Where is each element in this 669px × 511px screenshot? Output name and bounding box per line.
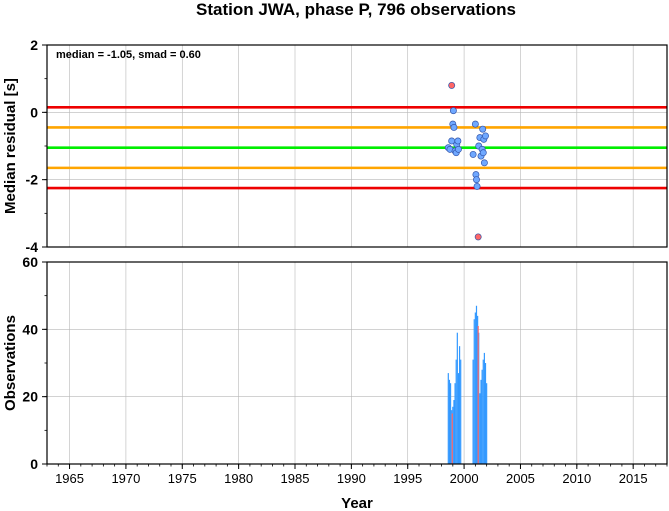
observations-panel: 0 20 40 60 1965 1970 1975 1980 1985 1990 1995 2000… bbox=[2, 254, 668, 511]
x-tick-label: 2010 bbox=[562, 471, 591, 486]
x-tick-label: 1995 bbox=[393, 471, 422, 486]
x-tick-label: 1965 bbox=[55, 471, 84, 486]
residual-plot-area bbox=[47, 45, 667, 247]
x-tick-label: 1980 bbox=[224, 471, 253, 486]
x-tick-label: 1990 bbox=[337, 471, 366, 486]
residual-panel: -4 -2 0 2 median = -1.05, smad = 0.60 Media… bbox=[2, 37, 668, 255]
residual-point bbox=[482, 132, 489, 140]
observations-frame bbox=[46, 261, 668, 465]
observation-bar bbox=[453, 400, 455, 464]
residual-point bbox=[479, 149, 487, 157]
x-tick-label: 1985 bbox=[281, 471, 310, 486]
observation-bar bbox=[472, 359, 474, 464]
residual-points bbox=[444, 81, 489, 241]
observation-bars bbox=[447, 305, 488, 464]
observation-bar bbox=[474, 312, 476, 464]
residual-point bbox=[474, 233, 482, 241]
observation-bar bbox=[480, 379, 482, 464]
observation-bar bbox=[484, 363, 487, 464]
observation-bar bbox=[481, 369, 483, 464]
observation-bar bbox=[448, 379, 451, 464]
observation-bar bbox=[477, 325, 479, 464]
residual-point bbox=[448, 81, 456, 89]
residual-point bbox=[449, 107, 457, 115]
x-tick-label: 1970 bbox=[111, 471, 140, 486]
observation-bar bbox=[457, 373, 460, 464]
observations-y-tick-label: 60 bbox=[22, 254, 38, 270]
residual-frame bbox=[46, 44, 668, 248]
observations-y-axis-label: Observations bbox=[2, 315, 19, 411]
observation-bar bbox=[454, 383, 456, 464]
observation-bar bbox=[460, 359, 462, 464]
residual-point bbox=[469, 150, 477, 158]
year-x-ticks: 1965 1970 1975 1980 1985 1990 1995 2000 2005 2010… bbox=[46, 464, 668, 486]
observation-bar bbox=[451, 413, 453, 464]
observations-y-tick-label: 20 bbox=[22, 389, 38, 405]
observations-y-tick-label: 0 bbox=[30, 456, 38, 472]
residual-point bbox=[455, 145, 462, 153]
residual-y-axis-label: Median residual [s] bbox=[2, 78, 19, 214]
observation-bar bbox=[486, 383, 488, 464]
residual-y-tick-label: -4 bbox=[26, 239, 39, 255]
observations-plot-area bbox=[47, 262, 667, 464]
residual-point bbox=[480, 159, 488, 167]
observation-bar bbox=[449, 383, 452, 464]
residual-point bbox=[479, 125, 487, 133]
residual-point bbox=[454, 137, 462, 145]
observation-bar bbox=[479, 393, 481, 464]
x-tick-label: 2000 bbox=[450, 471, 479, 486]
x-tick-label: 2005 bbox=[506, 471, 535, 486]
chart-title: Station JWA, phase P, 796 observations bbox=[196, 0, 516, 19]
observations-y-tick-label: 40 bbox=[22, 321, 38, 337]
residual-point bbox=[450, 124, 458, 131]
observation-bar bbox=[483, 352, 485, 464]
year-x-axis-label: Year bbox=[341, 495, 373, 511]
residual-point bbox=[471, 120, 479, 128]
observation-bar bbox=[456, 332, 458, 464]
residual-y-tick-label: -2 bbox=[26, 172, 39, 188]
observation-bar bbox=[482, 359, 484, 464]
observation-bar bbox=[475, 305, 478, 464]
x-tick-label: 2015 bbox=[619, 471, 648, 486]
median-annotation: median = -1.05, smad = 0.60 bbox=[56, 49, 201, 61]
residual-y-tick-label: 0 bbox=[30, 104, 38, 120]
observation-bar bbox=[455, 359, 457, 464]
residual-y-ticks: -4 -2 0 2 bbox=[26, 37, 47, 255]
observations-grid bbox=[47, 261, 667, 465]
residual-reference-lines bbox=[47, 105, 667, 190]
residual-y-tick-label: 2 bbox=[30, 37, 38, 53]
observation-bar bbox=[447, 373, 449, 464]
observation-bar bbox=[473, 319, 475, 464]
residual-point bbox=[473, 176, 480, 184]
observation-bar bbox=[458, 346, 461, 464]
x-tick-label: 1975 bbox=[168, 471, 197, 486]
observations-y-ticks: 0 20 40 60 bbox=[22, 254, 47, 472]
residual-point bbox=[473, 182, 481, 190]
